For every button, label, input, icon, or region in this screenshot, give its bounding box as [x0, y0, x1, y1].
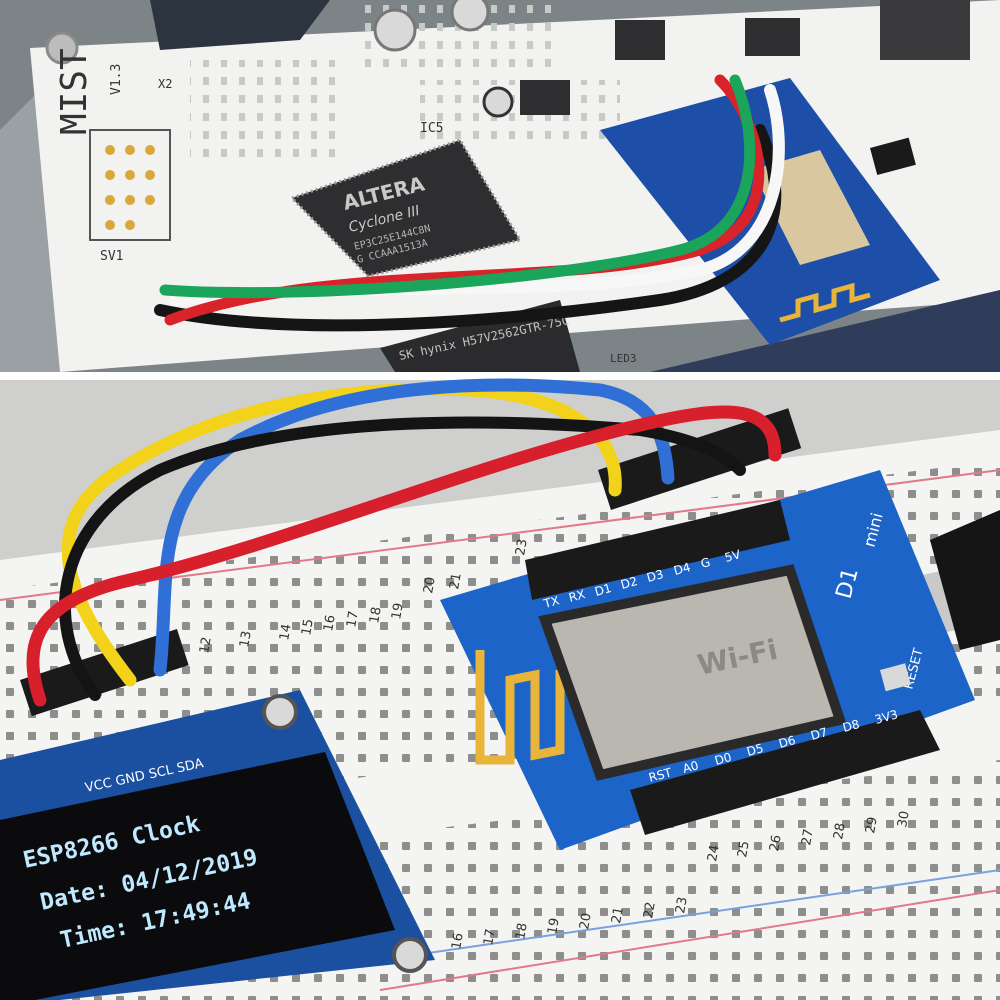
esp12-module — [538, 564, 847, 781]
reset-button[interactable] — [880, 663, 911, 692]
pin-label: D8 — [841, 717, 861, 735]
photo-separator — [0, 372, 1000, 380]
pcb-antenna — [475, 650, 565, 765]
label-sv1: SV1 — [100, 249, 123, 264]
bb-num: 18 — [367, 606, 385, 625]
top-photo: MIST V1.3 SV1 X2 IC5 ALTERA Cyclone III … — [0, 0, 1000, 372]
bb-num: 29 — [863, 816, 881, 835]
bb-num: 19 — [389, 602, 407, 621]
oled-jumper-header — [19, 629, 189, 717]
bb-num: 21 — [447, 572, 465, 591]
bb-num: 20 — [577, 912, 595, 931]
header-sv1 — [89, 129, 171, 241]
board-label: MIST — [54, 48, 95, 135]
bb-num: 16 — [449, 932, 467, 951]
bb-num: 12 — [197, 636, 215, 655]
bb-num: 17 — [481, 928, 499, 947]
bottom-pin-header — [630, 710, 940, 835]
top-pin-labels: TX RX D1 D2 D3 D4 G 5V — [541, 547, 743, 611]
bb-num: 25 — [735, 840, 753, 859]
bb-num: 20 — [421, 576, 439, 595]
d1-mini-board: Wi-Fi TX RX D1 D2 D3 D4 G 5V RST A0 D0 D… — [440, 470, 975, 850]
oled-mount-hole — [392, 937, 428, 973]
bottom-photo: 12 13 14 15 16 17 18 19 20 21 23 16 17 1… — [0, 378, 1000, 1000]
bb-num: 30 — [895, 810, 913, 829]
pin-label: D2 — [619, 574, 639, 592]
oled-display: VCC GND SCL SDA ESP8266 Clock Date: 04/1… — [0, 690, 435, 1000]
pin-label: RST — [647, 765, 674, 785]
top-wires — [154, 74, 785, 332]
bb-num: 24 — [705, 844, 723, 863]
pin-label: G — [699, 555, 712, 571]
bottom-wires — [26, 378, 782, 707]
label-ic5: IC5 — [420, 121, 443, 136]
fpga-chip: ALTERA Cyclone III EP3C25E144C8N G CCAAA… — [289, 138, 523, 278]
board-version: V1.3 — [109, 64, 124, 95]
bb-num: 16 — [321, 614, 339, 633]
bb-num: 26 — [767, 834, 785, 853]
capacitors — [373, 0, 514, 118]
pin-label: D4 — [672, 560, 692, 578]
pin-label: TX — [541, 593, 561, 611]
pin-label: D1 — [593, 581, 613, 599]
pin-label: D6 — [777, 733, 797, 751]
small-chip — [745, 18, 800, 56]
pin-label: D5 — [745, 741, 765, 759]
bottom-pin-labels: RST A0 D0 D5 D6 D7 D8 3V3 — [647, 707, 899, 785]
bb-num: 17 — [344, 610, 362, 629]
bb-num: 14 — [277, 623, 295, 642]
d1-jumper-header — [598, 408, 802, 510]
bb-num: 23 — [673, 896, 691, 915]
pin-label: D3 — [645, 567, 665, 585]
bb-num: 15 — [299, 618, 317, 637]
small-chip — [615, 20, 665, 60]
pin-label: RX — [567, 587, 587, 605]
resistor-array — [190, 60, 340, 160]
oled-screen — [0, 752, 395, 1000]
label-x2: X2 — [158, 77, 172, 91]
bb-num: 22 — [641, 901, 659, 920]
bb-num: 23 — [513, 538, 531, 557]
top-pin-header — [525, 500, 790, 600]
pin-label: D0 — [713, 750, 733, 768]
small-chip — [880, 0, 970, 60]
label-led3: LED3 — [610, 352, 637, 365]
bb-num: 18 — [513, 922, 531, 941]
pin-label: 3V3 — [873, 707, 899, 727]
bb-num: 19 — [545, 917, 563, 936]
bb-num: 28 — [831, 822, 849, 841]
bb-num: 21 — [609, 906, 627, 925]
breadboard-bottom-numbers: 16 17 18 19 20 21 22 23 24 25 26 27 28 2… — [449, 810, 913, 951]
oled-mount-hole — [262, 694, 298, 730]
pin-label: 5V — [723, 547, 743, 565]
pin-label: A0 — [681, 758, 700, 776]
pin-label: D7 — [809, 725, 829, 743]
breadboard-top-numbers: 12 13 14 15 16 17 18 19 20 21 23 — [197, 538, 531, 655]
small-chip — [520, 80, 570, 115]
bb-num: 27 — [799, 828, 817, 847]
mounting-hole — [45, 31, 79, 65]
bb-num: 13 — [237, 630, 255, 649]
